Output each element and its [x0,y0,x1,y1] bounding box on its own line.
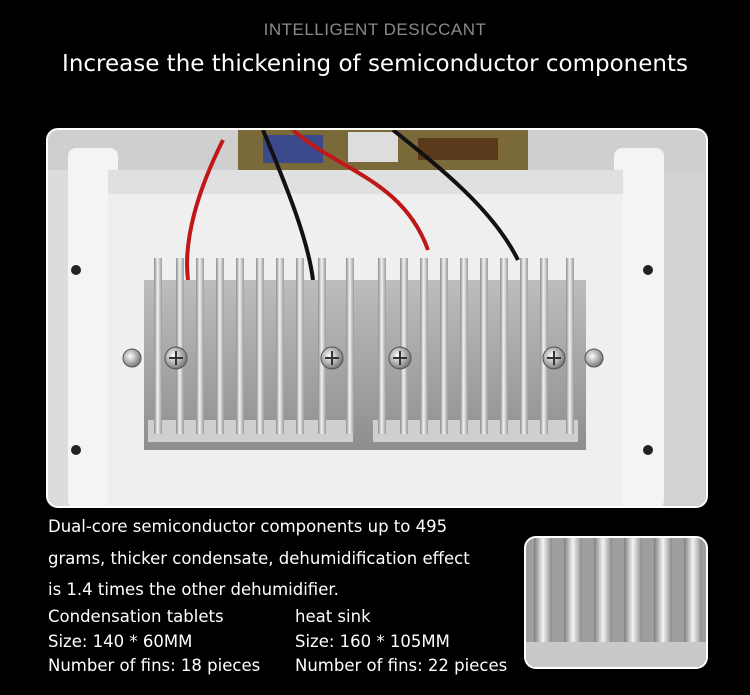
fine-print-line [150,89,600,94]
heatsink-fins: Number of fins: 22 pieces [295,656,508,675]
page-title: Increase the thickening of semiconductor… [62,51,688,77]
heat-sink-photo [46,128,708,508]
description-line: Dual-core semiconductor components up to… [48,517,448,536]
description-line: grams, thicker condensate, dehumidificat… [48,549,470,568]
fine-print-line [185,98,565,103]
eyebrow-title: INTELLIGENT DESICCANT [263,20,487,39]
condensation-label: Condensation tablets [48,607,224,626]
condensation-size: Size: 140 * 60MM [48,632,193,651]
fin-closeup-photo [524,536,708,669]
condensation-fins: Number of fins: 18 pieces [48,656,261,675]
description-line: is 1.4 times the other dehumidifier. [48,580,339,599]
heatsink-size: Size: 160 * 105MM [295,632,450,651]
heatsink-label: heat sink [295,607,371,626]
